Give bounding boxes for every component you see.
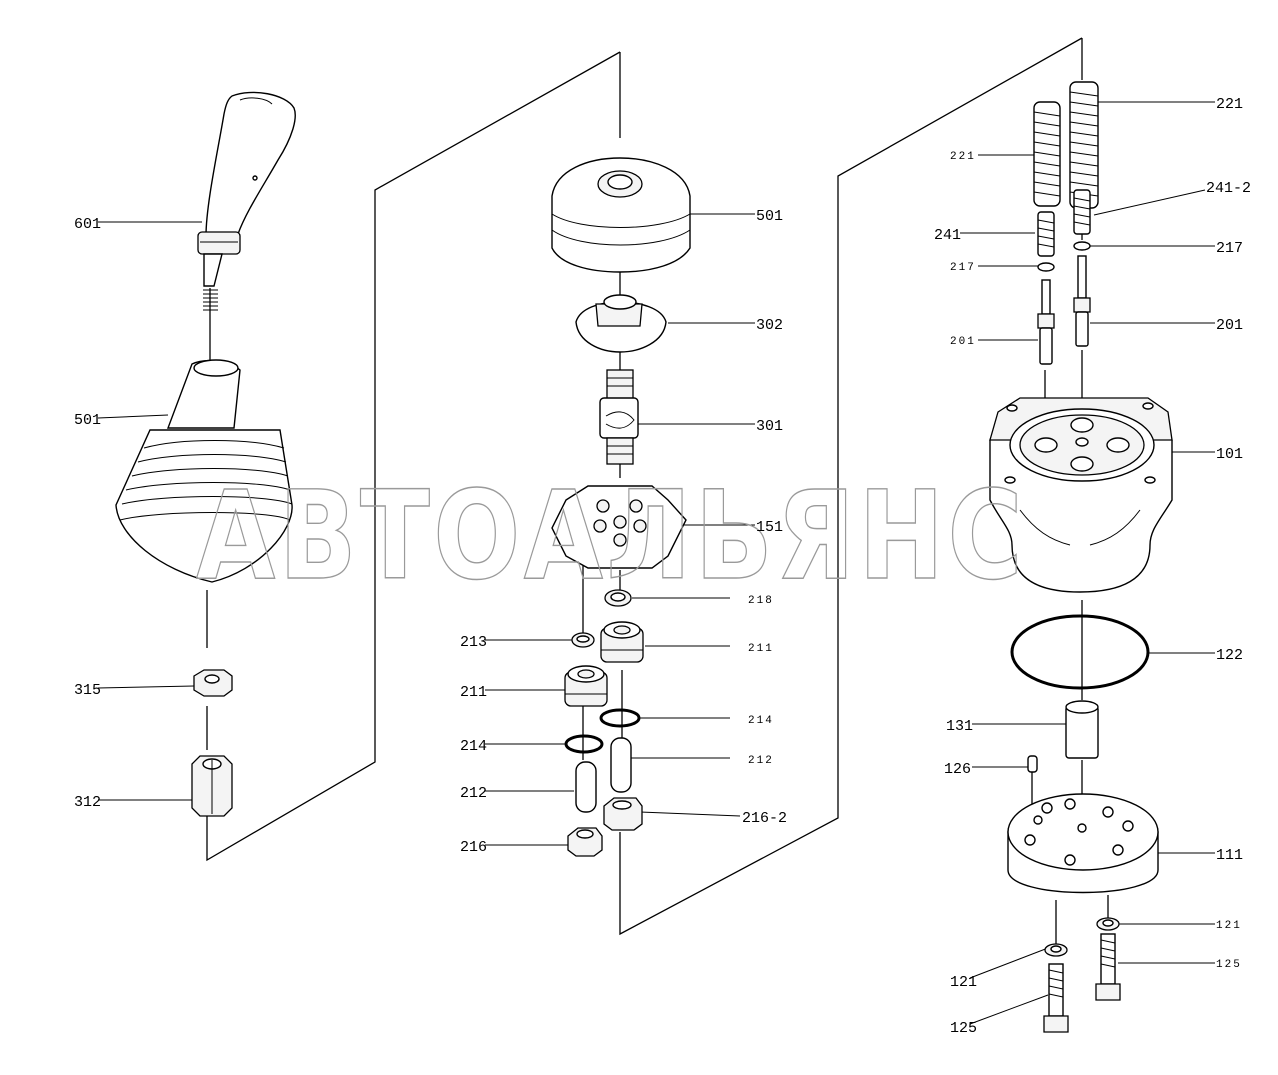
part-2162-nut — [603, 797, 643, 831]
label-315: 315 — [74, 682, 101, 699]
label-211-left: 211 — [460, 684, 487, 701]
label-212-left: 212 — [460, 785, 487, 802]
part-216-nut — [567, 827, 603, 857]
part-151-cam-plate — [551, 485, 687, 569]
label-301: 301 — [756, 418, 783, 435]
part-214-oring-left — [564, 734, 604, 754]
part-601-lever-handle — [197, 91, 296, 311]
part-212-pin-left — [575, 761, 597, 813]
part-213-ring — [571, 632, 595, 648]
part-217-washer-right — [1073, 241, 1091, 251]
part-101-valve-body — [989, 397, 1173, 593]
part-121-washer-left — [1044, 943, 1068, 957]
label-501-left: 501 — [74, 412, 101, 429]
part-125-bolt-right — [1095, 933, 1121, 1001]
part-501-boot-cap — [551, 157, 691, 273]
part-301-universal-joint — [599, 369, 639, 465]
label-214-right: 214 — [748, 715, 774, 727]
part-211-seal-right — [600, 621, 644, 663]
assembly-outline-left — [206, 51, 621, 862]
part-labels: 601 501 315 312 501 302 301 151 218 213 … — [74, 96, 1251, 1037]
label-122: 122 — [1216, 647, 1243, 664]
part-201-plunger-right — [1073, 255, 1091, 347]
part-111-base-plate — [1007, 793, 1159, 894]
label-111: 111 — [1216, 847, 1243, 864]
label-121-left: 121 — [950, 974, 977, 991]
label-131: 131 — [946, 718, 973, 735]
part-241-spring — [1037, 211, 1055, 257]
label-213: 213 — [460, 634, 487, 651]
part-121-washer-right — [1096, 917, 1120, 931]
part-122-oring — [1010, 614, 1150, 690]
label-151: 151 — [756, 519, 783, 536]
label-121-right: 121 — [1216, 920, 1242, 932]
part-214-oring-right — [599, 708, 641, 728]
label-211-right: 211 — [748, 643, 774, 655]
part-312-coupling — [191, 755, 233, 817]
part-126-pin — [1027, 755, 1038, 773]
leader-lines — [97, 101, 1215, 1025]
part-211-seal-left — [564, 665, 608, 707]
label-126: 126 — [944, 761, 971, 778]
label-241: 241 — [934, 227, 961, 244]
part-218-ring — [604, 589, 632, 607]
label-221-left: 221 — [950, 151, 976, 163]
label-214-left: 214 — [460, 738, 487, 755]
label-601: 601 — [74, 216, 101, 233]
part-501-rubber-boot — [115, 359, 293, 583]
part-221-spring-right — [1069, 81, 1099, 209]
part-212-pin-right — [610, 737, 632, 793]
label-212-right: 212 — [748, 755, 774, 767]
watermark-text: АВТОАЛЬЯНС — [196, 465, 1026, 607]
label-302: 302 — [756, 317, 783, 334]
part-201-plunger-left — [1037, 279, 1055, 365]
label-221-right: 221 — [1216, 96, 1243, 113]
label-201-left: 201 — [950, 336, 976, 348]
label-218: 218 — [748, 595, 774, 607]
label-312: 312 — [74, 794, 101, 811]
part-2412-spring — [1073, 189, 1091, 235]
label-125-left: 125 — [950, 1020, 977, 1037]
label-501-center: 501 — [756, 208, 783, 225]
label-101: 101 — [1216, 446, 1243, 463]
part-125-bolt-left — [1043, 963, 1069, 1033]
label-217-right: 217 — [1216, 240, 1243, 257]
label-216: 216 — [460, 839, 487, 856]
label-241-2: 241-2 — [1206, 180, 1251, 197]
part-302-plate — [575, 294, 667, 353]
label-125-right: 125 — [1216, 959, 1242, 971]
label-201-right: 201 — [1216, 317, 1243, 334]
part-315-nut — [193, 669, 233, 697]
label-217-left: 217 — [950, 262, 976, 274]
part-217-washer-left — [1037, 262, 1055, 272]
part-221-spring-left — [1033, 101, 1061, 207]
part-131-bushing — [1065, 700, 1099, 759]
label-216-2: 216-2 — [742, 810, 787, 827]
